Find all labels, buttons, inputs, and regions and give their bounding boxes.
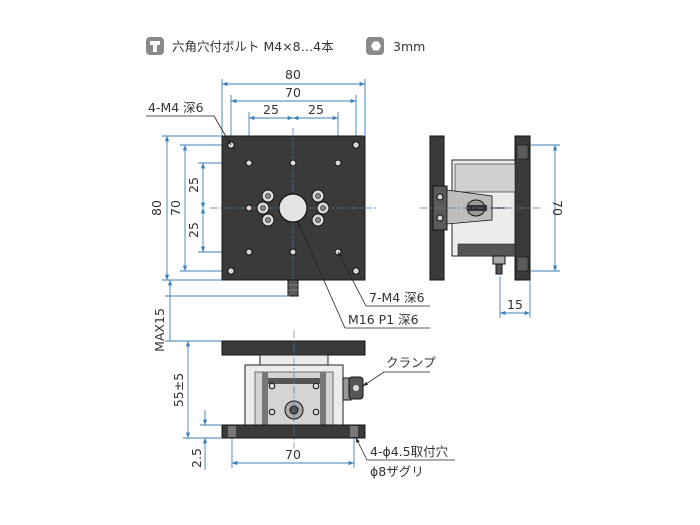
hex-wrench-icon	[366, 37, 384, 55]
callout-4-m4: 4-M4 深6	[148, 100, 204, 115]
bolt-label: 六角穴付ボルト M4×8…4本	[172, 39, 334, 54]
wrench-label: 3mm	[393, 39, 425, 54]
top-dim-80-h: 80	[285, 67, 301, 82]
front-view: MAX15 55±5 2.5 70 クランプ 4-ϕ4.5取付穴 ϕ8ザグリ	[152, 280, 455, 479]
top-dim-70-v: 70	[168, 200, 183, 216]
top-dim-25-upper: 25	[186, 177, 201, 193]
top-dim-80-v: 80	[149, 200, 164, 216]
callout-clamp: クランプ	[386, 355, 436, 370]
callout-m16: M16 P1 深6	[348, 312, 419, 327]
callout-mount-hole: 4-ϕ4.5取付穴	[370, 444, 449, 459]
top-dim-25-left: 25	[263, 102, 279, 117]
top-dim-25-lower: 25	[186, 222, 201, 238]
side-view: 70 15	[420, 135, 565, 318]
front-dim-70-h: 70	[285, 447, 301, 462]
legend: 六角穴付ボルト M4×8…4本 3mm	[146, 37, 425, 55]
hex-socket-bolt-icon	[146, 37, 164, 55]
side-dim-70-v: 70	[550, 200, 565, 216]
top-view: 80 70 25 25 80 70 25 25	[146, 67, 430, 329]
front-dim-max15: MAX15	[152, 308, 167, 352]
callout-7-m4: 7-M4 深6	[369, 290, 425, 305]
top-dim-25-right: 25	[308, 102, 324, 117]
top-dim-70-h: 70	[285, 85, 301, 100]
front-dim-base: 2.5	[189, 448, 204, 468]
front-dim-height: 55±5	[171, 373, 186, 407]
callout-counterbore: ϕ8ザグリ	[370, 464, 424, 479]
side-dim-15: 15	[507, 297, 523, 312]
